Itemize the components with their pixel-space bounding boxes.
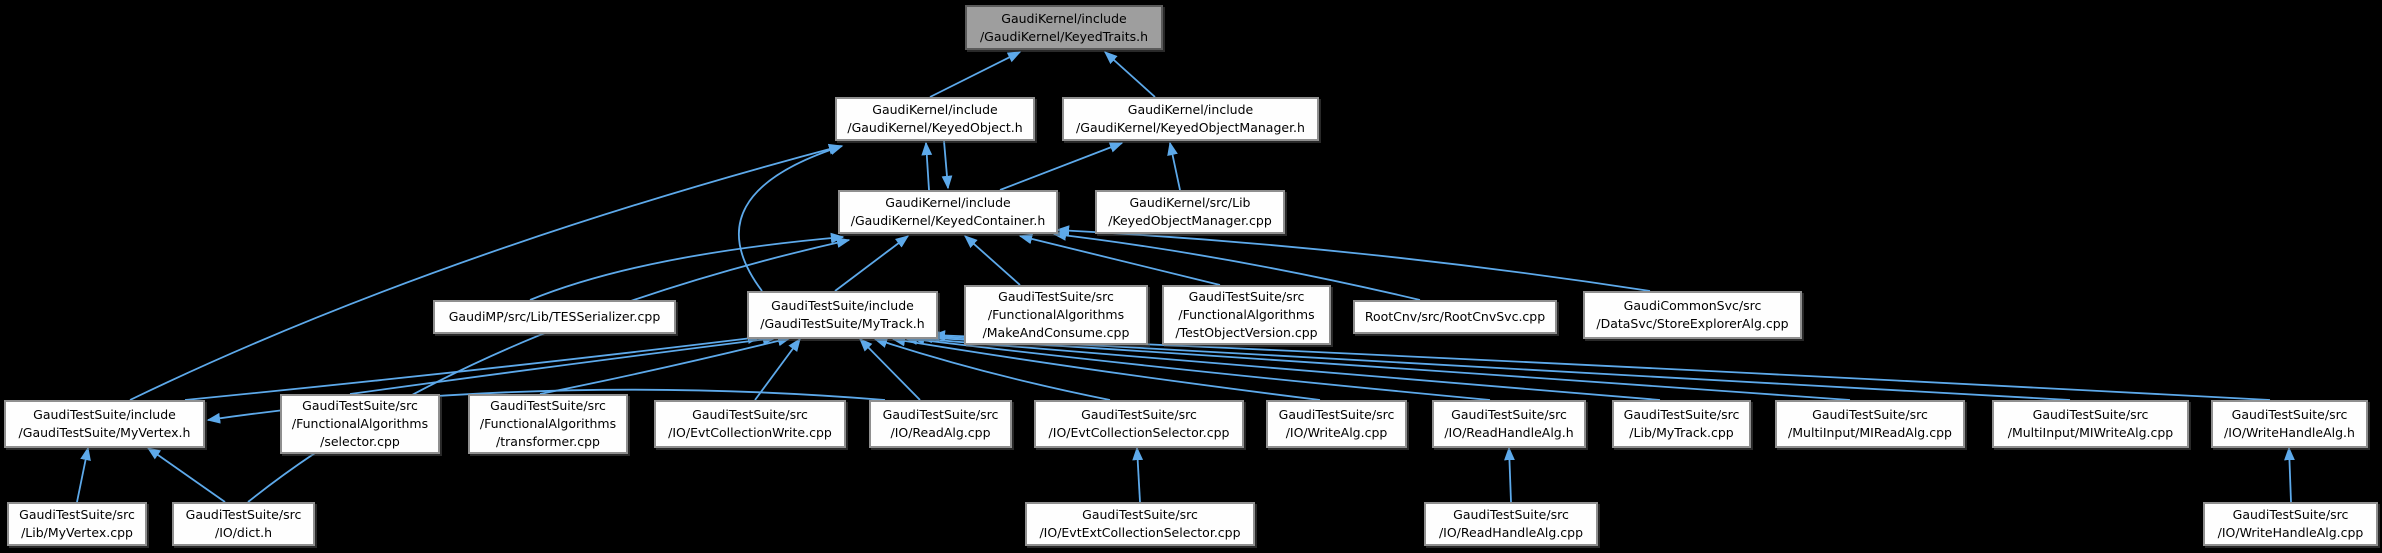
edge-storeexplorer-to-keyedcontainer bbox=[1055, 225, 1651, 292]
edge-keyedobject-to-keyedcontainer bbox=[941, 140, 953, 190]
edge-transformer-to-mytrack-h bbox=[539, 335, 792, 395]
graph-node-keyedobjectmanager-h[interactable]: GaudiKernel/include /GaudiKernel/KeyedOb… bbox=[1062, 97, 1319, 141]
edge-keyedobject-to-keyedtraits bbox=[929, 51, 1022, 98]
graph-node-readalg[interactable]: GaudiTestSuite/src /IO/ReadAlg.cpp bbox=[869, 400, 1012, 448]
graph-node-keyedcontainer[interactable]: GaudiKernel/include /GaudiKernel/KeyedCo… bbox=[838, 190, 1058, 234]
edge-rootcnvsvc-to-keyedcontainer bbox=[1052, 230, 1421, 301]
graph-node-selector[interactable]: GaudiTestSuite/src /FunctionalAlgorithms… bbox=[280, 394, 440, 454]
edge-keyedcontainer-to-keyedobject bbox=[921, 141, 933, 191]
graph-node-readhandlealg-cpp[interactable]: GaudiTestSuite/src /IO/ReadHandleAlg.cpp bbox=[1424, 502, 1598, 546]
edge-keyedobjectmanager-cpp-to-keyedobjectmanager-h bbox=[1167, 141, 1181, 191]
edge-keyedcontainer-to-keyedobjectmanager-h bbox=[999, 142, 1124, 191]
edge-testobjectversion-to-keyedcontainer bbox=[1018, 233, 1221, 286]
edge-keyedobjectmanager-h-to-keyedtraits bbox=[1103, 51, 1156, 98]
graph-node-mireadalg[interactable]: GaudiTestSuite/src /MultiInput/MIReadAlg… bbox=[1775, 400, 1965, 448]
edge-selector-to-mytrack-h bbox=[349, 334, 777, 395]
edge-readhandlealg-h-to-mytrack-h bbox=[903, 334, 1491, 401]
graph-node-keyedobjectmanager-cpp[interactable]: GaudiKernel/src/Lib /KeyedObjectManager.… bbox=[1095, 190, 1285, 234]
edge-mytrack-h-to-keyedobject bbox=[737, 144, 844, 292]
graph-node-writehandlealg-h[interactable]: GaudiTestSuite/src /IO/WriteHandleAlg.h bbox=[2211, 400, 2368, 448]
edge-evtextcollectionselector-to-evtcollectionselector bbox=[1132, 446, 1144, 503]
graph-node-writehandlealg-cpp[interactable]: GaudiTestSuite/src /IO/WriteHandleAlg.cp… bbox=[2203, 502, 2378, 546]
edge-myvertex-cpp-to-myvertex-h bbox=[76, 446, 91, 503]
edge-mytrack-h-to-keyedcontainer bbox=[834, 235, 910, 292]
edge-makeandconsume-to-keyedcontainer bbox=[963, 235, 1021, 286]
graph-node-miwritealg[interactable]: GaudiTestSuite/src /MultiInput/MIWriteAl… bbox=[1992, 400, 2189, 448]
graph-node-keyedobject[interactable]: GaudiKernel/include /GaudiKernel/KeyedOb… bbox=[835, 97, 1035, 141]
edge-writealg-to-mytrack-h bbox=[891, 335, 1321, 401]
edge-dict-h-to-myvertex-h bbox=[146, 447, 226, 503]
graph-node-keyedtraits[interactable]: GaudiKernel/include /GaudiKernel/KeyedTr… bbox=[965, 5, 1163, 50]
graph-node-evtcollectionwrite[interactable]: GaudiTestSuite/src /IO/EvtCollectionWrit… bbox=[654, 400, 846, 448]
edge-evtcollectionwrite-to-mytrack-h bbox=[754, 337, 801, 401]
edge-myvertex-h-to-keyedobject bbox=[129, 143, 843, 401]
graph-node-storeexplorer[interactable]: GaudiCommonSvc/src /DataSvc/StoreExplore… bbox=[1583, 291, 1802, 339]
edge-myvertex-h-to-mytrack-h bbox=[184, 333, 762, 401]
graph-node-mytrack-cpp[interactable]: GaudiTestSuite/src /Lib/MyTrack.cpp bbox=[1612, 400, 1751, 448]
graph-node-testobjectversion[interactable]: GaudiTestSuite/src /FunctionalAlgorithms… bbox=[1162, 285, 1331, 345]
graph-node-tesserializer[interactable]: GaudiMP/src/Lib/TESSerializer.cpp bbox=[433, 300, 676, 334]
edge-mytrack-cpp-to-mytrack-h bbox=[910, 333, 1661, 401]
graph-node-dict-h[interactable]: GaudiTestSuite/src /IO/dict.h bbox=[172, 502, 315, 546]
graph-node-evtextcollectionselector[interactable]: GaudiTestSuite/src /IO/EvtExtCollectionS… bbox=[1025, 502, 1255, 546]
edge-group bbox=[76, 51, 2295, 503]
graph-node-transformer[interactable]: GaudiTestSuite/src /FunctionalAlgorithms… bbox=[468, 394, 628, 454]
graph-node-evtcollectionselector[interactable]: GaudiTestSuite/src /IO/EvtCollectionSele… bbox=[1034, 400, 1244, 448]
graph-node-myvertex-h[interactable]: GaudiTestSuite/include /GaudiTestSuite/M… bbox=[4, 400, 205, 448]
edge-tesserializer-to-keyedcontainer bbox=[529, 232, 845, 301]
graph-node-rootcnvsvc[interactable]: RootCnv/src/RootCnvSvc.cpp bbox=[1353, 300, 1557, 334]
graph-node-readhandlealg-h[interactable]: GaudiTestSuite/src /IO/ReadHandleAlg.h bbox=[1432, 400, 1586, 448]
graph-node-mytrack-h[interactable]: GaudiTestSuite/include /GaudiTestSuite/M… bbox=[747, 291, 938, 339]
graph-node-myvertex-cpp[interactable]: GaudiTestSuite/src /Lib/MyVertex.cpp bbox=[7, 502, 147, 546]
graph-node-writealg[interactable]: GaudiTestSuite/src /IO/WriteAlg.cpp bbox=[1266, 400, 1407, 448]
edge-miwritealg-to-mytrack-h bbox=[925, 331, 2071, 401]
edge-readalg-to-mytrack-h bbox=[859, 338, 921, 401]
edge-dict-h-to-keyedcontainer bbox=[247, 237, 851, 503]
graph-node-makeandconsume[interactable]: GaudiTestSuite/src /FunctionalAlgorithms… bbox=[964, 285, 1148, 345]
edge-readhandlealg-cpp-to-readhandlealg-h bbox=[1504, 446, 1515, 503]
edge-writehandlealg-cpp-to-writehandlealg-h bbox=[2284, 446, 2295, 503]
edge-evtcollectionselector-to-mytrack-h bbox=[873, 337, 1111, 401]
